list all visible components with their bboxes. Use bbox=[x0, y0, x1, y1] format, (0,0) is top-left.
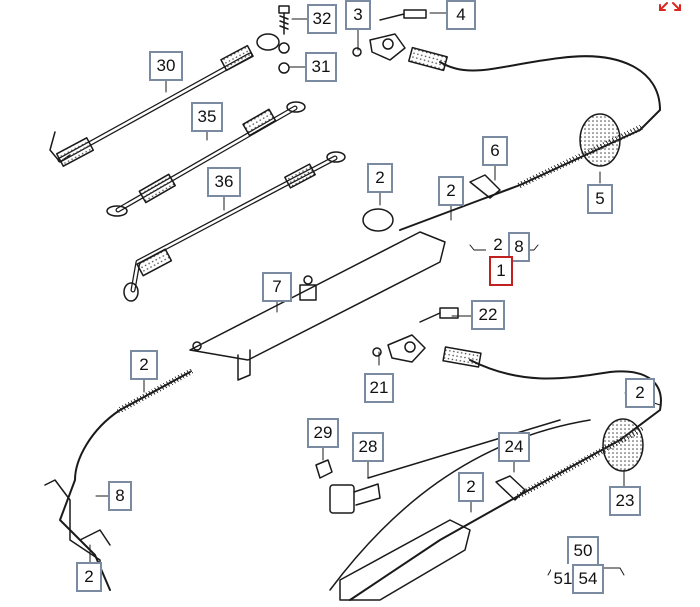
callout-30[interactable]: 30 bbox=[149, 51, 183, 81]
callout-35[interactable]: 35 bbox=[191, 102, 223, 132]
callout-8-group[interactable]: 8 bbox=[508, 232, 530, 262]
callout-3[interactable]: 3 bbox=[345, 0, 371, 30]
label-51[interactable]: 51 bbox=[551, 564, 575, 594]
callout-50[interactable]: 50 bbox=[567, 536, 599, 566]
callout-21[interactable]: 21 bbox=[364, 373, 394, 403]
callout-22[interactable]: 22 bbox=[471, 300, 505, 330]
callout-5[interactable]: 5 bbox=[587, 184, 613, 214]
callout-36[interactable]: 36 bbox=[207, 167, 241, 197]
callout-28[interactable]: 28 bbox=[352, 432, 384, 462]
callout-7[interactable]: 7 bbox=[262, 272, 292, 302]
callout-23[interactable]: 23 bbox=[609, 486, 641, 516]
callout-8-left[interactable]: 8 bbox=[108, 481, 132, 511]
callout-2-bottom[interactable]: 2 bbox=[76, 562, 102, 592]
callout-2-right[interactable]: 2 bbox=[625, 378, 655, 408]
expand-icon[interactable] bbox=[657, 0, 683, 14]
callout-1-selected[interactable]: 1 bbox=[489, 256, 513, 286]
callout-6[interactable]: 6 bbox=[482, 136, 508, 166]
callout-2-upper[interactable]: 2 bbox=[438, 176, 464, 206]
callout-32[interactable]: 32 bbox=[307, 4, 337, 34]
callout-2-left[interactable]: 2 bbox=[130, 350, 158, 380]
callout-24[interactable]: 24 bbox=[498, 432, 530, 462]
callout-31[interactable]: 31 bbox=[305, 52, 337, 82]
callout-4[interactable]: 4 bbox=[446, 0, 476, 30]
label-2-group[interactable]: 2 bbox=[486, 230, 510, 260]
callout-2-clamp[interactable]: 2 bbox=[367, 163, 393, 193]
callout-54[interactable]: 54 bbox=[572, 564, 604, 594]
callout-2-lower[interactable]: 2 bbox=[458, 472, 484, 502]
callout-29[interactable]: 29 bbox=[307, 418, 339, 448]
